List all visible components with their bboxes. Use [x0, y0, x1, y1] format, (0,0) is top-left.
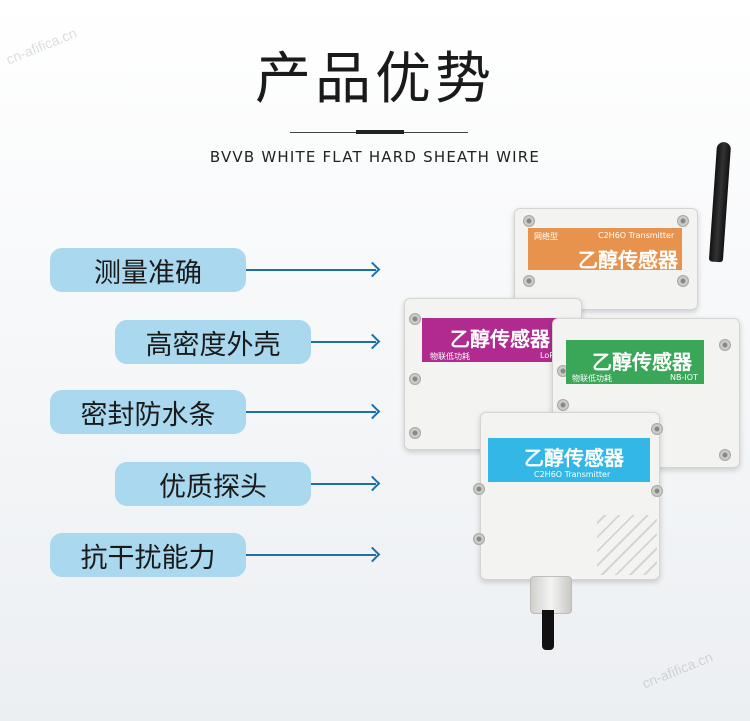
device-protocol-text: LoRa: [540, 351, 560, 360]
device-feature-text: 物联低功耗: [572, 374, 612, 383]
arrow-icon: [246, 269, 376, 271]
screw: [677, 215, 689, 227]
device-name: 乙醇传感器: [524, 446, 624, 470]
screw: [523, 215, 535, 227]
device-model-text: C2H6O Transmitter: [534, 470, 611, 479]
device-label-green: 乙醇传感器 物联低功耗 NB-IOT: [566, 340, 704, 384]
screw: [523, 275, 535, 287]
cable-gland: [530, 576, 572, 614]
screw: [651, 423, 663, 435]
screw: [409, 373, 421, 385]
arrow-icon: [246, 554, 376, 556]
device-model-text: C2H6O Transmitter: [598, 231, 675, 240]
arrow-icon: [311, 341, 376, 343]
device-name: 乙醇传感器: [450, 327, 550, 351]
watermark: cn-afifica.cn: [639, 648, 715, 692]
device-label-blue: 乙醇传感器 C2H6O Transmitter: [488, 438, 650, 482]
feature-anti-interference: 抗干扰能力: [50, 533, 246, 577]
device-name: 乙醇传感器: [578, 248, 678, 272]
device-type-text: 网络型: [534, 232, 558, 241]
screw: [409, 313, 421, 325]
screw: [677, 275, 689, 287]
screw: [473, 483, 485, 495]
feature-waterproof-seal: 密封防水条: [50, 390, 246, 434]
housing-stripes: [597, 515, 657, 575]
feature-high-density-housing: 高密度外壳: [115, 320, 311, 364]
screw: [557, 399, 569, 411]
screw: [473, 533, 485, 545]
device-feature-text: 物联低功耗: [430, 352, 470, 361]
page-title: 产品优势: [255, 47, 495, 112]
title-divider-accent: [356, 130, 404, 134]
screw: [651, 485, 663, 497]
arrow-icon: [246, 411, 376, 413]
device-label-magenta: 乙醇传感器 物联低功耗 LoRa: [422, 318, 572, 362]
screw: [719, 339, 731, 351]
cable: [542, 610, 554, 650]
screw: [719, 449, 731, 461]
page-subtitle: BVVB WHITE FLAT HARD SHEATH WIRE: [209, 148, 541, 166]
device-protocol-text: NB-IOT: [670, 373, 698, 382]
arrow-icon: [311, 483, 376, 485]
feature-quality-probe: 优质探头: [115, 462, 311, 506]
screw: [409, 427, 421, 439]
device-label-orange: 网络型 C2H6O Transmitter 乙醇传感器: [528, 228, 682, 272]
device-name: 乙醇传感器: [592, 350, 692, 374]
feature-measurement-accuracy: 测量准确: [50, 248, 246, 292]
